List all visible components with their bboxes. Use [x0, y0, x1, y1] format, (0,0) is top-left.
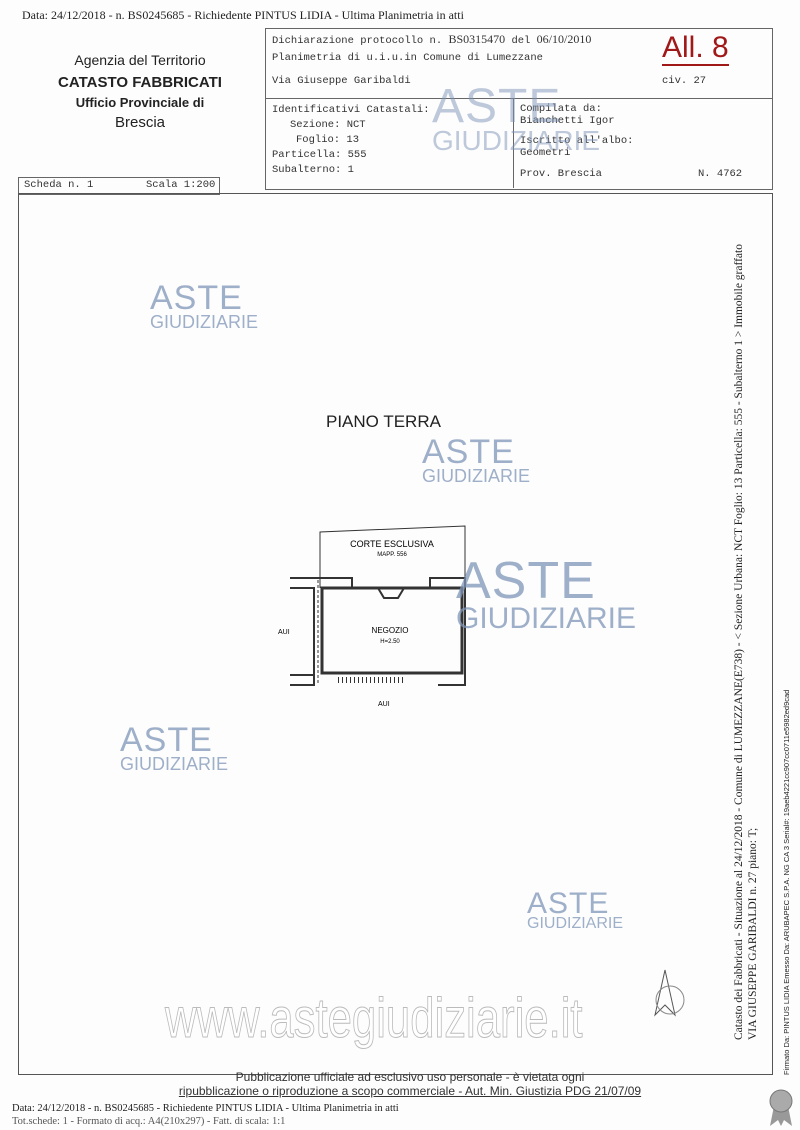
- north-arrow-icon: [654, 969, 685, 1017]
- drawing-frame: [18, 193, 773, 1075]
- court-outline: [319, 525, 466, 588]
- negozio-room: [320, 586, 464, 675]
- scala: Scala 1:200: [146, 179, 216, 191]
- ufficio: Ufficio Provinciale di: [75, 95, 205, 110]
- via: Via Giuseppe Garibaldi: [272, 75, 411, 87]
- numero-albo: N. 4762: [698, 168, 743, 180]
- footer: Data: 24/12/2018 - n. BS0245685 - Richie…: [12, 1103, 399, 1127]
- provincia: Brescia: [114, 114, 166, 131]
- planimetria: Planimetria di u.i.u.in Comune di Lumezz…: [272, 52, 543, 64]
- scheda: Scheda n. 1: [24, 179, 94, 191]
- wall-right: [438, 620, 466, 686]
- corte-label: CORTE ESCLUSIVA: [350, 539, 434, 549]
- wall-inner: [290, 587, 315, 686]
- identificativi: Identificativi Catastali: Sezione: NCT F…: [272, 104, 430, 176]
- watermark-site: www.astegiudiziarie.it: [165, 986, 583, 1050]
- divider: [513, 98, 514, 188]
- catasto-title: CATASTO FABBRICATI: [58, 74, 222, 91]
- header-box: [265, 28, 773, 190]
- negozio-label: NEGOZIO: [372, 626, 409, 635]
- provincia-albo: Prov. Brescia: [520, 168, 602, 180]
- scheda-box: [18, 177, 220, 195]
- aui-bottom: AUI: [378, 701, 390, 708]
- agency-name: Agenzia del Territorio: [74, 52, 206, 68]
- side-text: Catasto dei Fabbricati - Situazione al 2…: [733, 244, 759, 1040]
- divider: [265, 98, 772, 99]
- wall-top: [290, 577, 466, 620]
- legal-notice: Pubblicazione ufficiale ad esclusivo uso…: [178, 1070, 642, 1098]
- piano-label: PIANO TERRA: [326, 412, 441, 431]
- floor-plan: CORTE ESCLUSIVA MAPP. 556 NEGOZIO H=2.50…: [278, 525, 466, 708]
- agency-block: Agenzia del Territorio CATASTO FABBRICAT…: [40, 52, 240, 131]
- signature-text: Firmato Da: PINTUS LIDIA Emesso Da: ARUB…: [782, 689, 791, 1075]
- dichiarazione: Dichiarazione protocollo n. BS0315470 de…: [272, 32, 592, 47]
- mapp-label: MAPP. 556: [377, 552, 407, 558]
- allegato-stamp: All. 8: [662, 31, 729, 66]
- top-line: Data: 24/12/2018 - n. BS0245685 - Richie…: [22, 8, 464, 22]
- seal-icon: [769, 1089, 793, 1126]
- aui-left: AUI: [278, 629, 290, 636]
- compilata: Compilata da: Bianchetti Igor Iscritto a…: [520, 103, 634, 159]
- civico: civ. 27: [662, 75, 707, 87]
- altezza-label: H=2.50: [380, 639, 400, 645]
